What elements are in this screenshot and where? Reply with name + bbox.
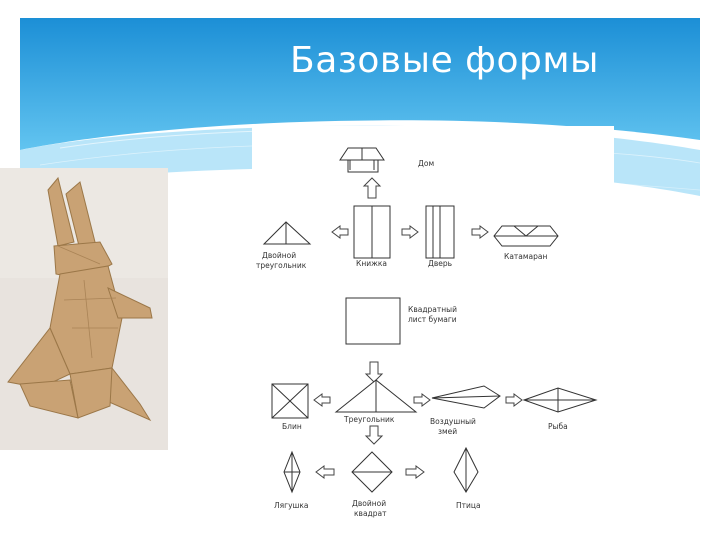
catamaran-form — [494, 226, 558, 246]
arrow-right-door — [402, 226, 418, 238]
label-double-square-2: квадрат — [354, 509, 387, 518]
label-double-triangle-1: Двойной — [262, 251, 296, 260]
label-kite-1: Воздушный — [430, 417, 476, 426]
label-door: Дверь — [428, 259, 452, 268]
arrow-left-frog — [316, 466, 334, 478]
kite-form — [432, 386, 500, 408]
arrow-left-blintz — [314, 394, 330, 406]
fish-form — [524, 388, 596, 412]
origami-rabbit-photo — [0, 168, 168, 450]
label-triangle: Треугольник — [343, 415, 395, 424]
blintz-form — [272, 384, 308, 418]
arrow-down-double-square — [366, 426, 382, 444]
double-square-form — [352, 452, 392, 492]
arrow-right-fish — [506, 394, 522, 406]
square-sheet — [346, 298, 400, 344]
arrow-down-triangle — [366, 362, 382, 382]
arrow-left-triangle — [332, 226, 348, 238]
label-square-sheet-2: лист бумаги — [408, 315, 457, 324]
label-book: Книжка — [356, 259, 387, 268]
bird-form — [454, 448, 478, 492]
label-square-sheet-1: Квадратный — [408, 305, 457, 314]
slide-title: Базовые формы — [290, 40, 599, 81]
arrow-right-catamaran — [472, 226, 488, 238]
label-double-square-1: Двойной — [352, 499, 386, 508]
label-catamaran: Катамаран — [504, 252, 547, 261]
door-form — [426, 206, 454, 258]
book-form — [354, 206, 390, 258]
label-blintz: Блин — [282, 422, 302, 431]
triangle-form — [336, 380, 416, 412]
arrow-up-house — [364, 178, 380, 198]
house-form — [340, 148, 384, 172]
frog-form — [284, 452, 300, 492]
label-fish: Рыба — [548, 422, 568, 431]
arrow-right-kite — [414, 394, 430, 406]
label-double-triangle-2: треугольник — [256, 261, 307, 270]
arrow-right-bird — [406, 466, 424, 478]
double-triangle-form — [264, 222, 310, 244]
label-house: Дом — [418, 159, 434, 168]
label-frog: Лягушка — [274, 501, 309, 510]
base-forms-diagram: Дом Книжка Дверь — [252, 126, 614, 536]
label-kite-2: змей — [438, 427, 457, 436]
label-bird: Птица — [456, 501, 481, 510]
